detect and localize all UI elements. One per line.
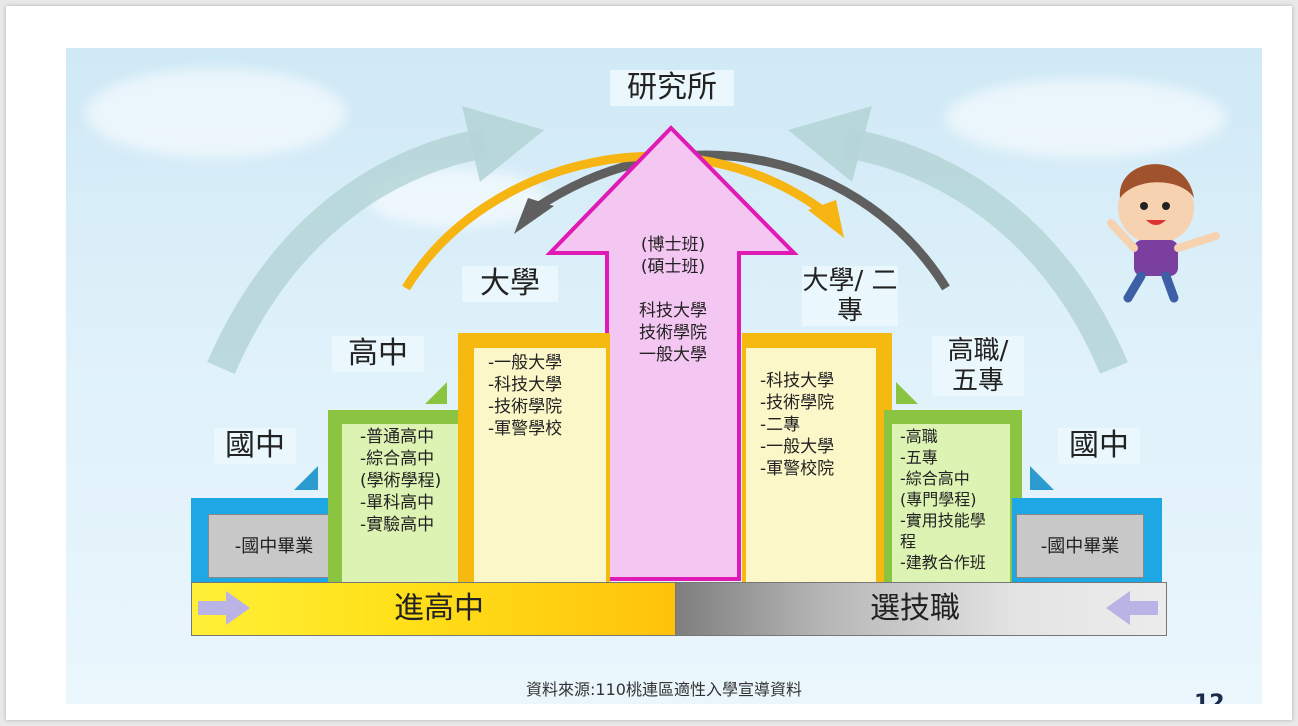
cartoon-boy-illustration (1107, 164, 1220, 303)
bar-right-arrow-icon (198, 591, 250, 625)
right-junior-label: 國中 (1058, 428, 1140, 464)
left-senior-label: 高中 (332, 336, 424, 372)
gray-arc-left (533, 150, 950, 291)
triangle-marker (294, 466, 318, 490)
page-number: 12 (1194, 691, 1225, 704)
triangle-marker (896, 382, 918, 404)
yellow-arc (402, 151, 829, 291)
left-senior-box: -普通高中 -綜合高中 (學術學程) -單科高中 -實驗高中 (342, 424, 476, 582)
left-junior-label: 國中 (214, 428, 296, 464)
left-big-arc-head (462, 106, 544, 182)
left-uni-box: -一般大學 -科技大學 -技術學院 -軍警學校 (474, 348, 606, 582)
cloud (86, 68, 346, 158)
left-big-arc (207, 128, 489, 374)
academic-track-bar: 進高中 (191, 582, 677, 636)
vocational-track-bar: 選技職 (675, 582, 1167, 636)
center-arrow-text: (博士班) (碩士班) 科技大學 技術學院 一般大學 (639, 235, 707, 365)
curved-arrows (198, 106, 1220, 625)
right-big-arc (843, 128, 1128, 374)
source-caption: 資料來源:110桃連區適性入學宣導資料 (526, 680, 802, 699)
right-junior-box: -國中畢業 (1016, 514, 1144, 578)
graduate-school-label: 研究所 (610, 70, 734, 106)
left-junior-box: -國中畢業 (208, 514, 340, 578)
right-uni-box: -科技大學 -技術學院 -二專 -一般大學 -軍警校院 (746, 348, 876, 582)
bar-arrow-layer (198, 591, 1158, 625)
right-voc-label: 高職/ 五專 (932, 336, 1024, 396)
slide-frame: 研究所 (博士班) (碩士班) 科技大學 技術學院 一般大學 -國中畢業 國中 … (6, 6, 1292, 720)
gray-arc-head (514, 198, 554, 234)
right-big-arc-head (788, 106, 872, 182)
right-voc-box: -高職 -五專 -綜合高中 (專門學程) -實用技能學 程 -建教合作班 (892, 424, 1010, 582)
vocational-track-label: 選技職 (870, 591, 960, 626)
academic-track-label: 進高中 (394, 591, 484, 626)
triangle-marker (1030, 466, 1054, 490)
triangle-marker (425, 382, 447, 404)
education-pathway-diagram: 研究所 (博士班) (碩士班) 科技大學 技術學院 一般大學 -國中畢業 國中 … (66, 48, 1262, 704)
center-up-arrow (545, 125, 799, 581)
right-uni-label: 大學/ 二專 (802, 266, 898, 326)
cloud (946, 78, 1226, 158)
yellow-arc-head (808, 200, 844, 238)
bar-left-arrow-icon (1106, 591, 1158, 625)
left-uni-label: 大學 (462, 266, 558, 302)
